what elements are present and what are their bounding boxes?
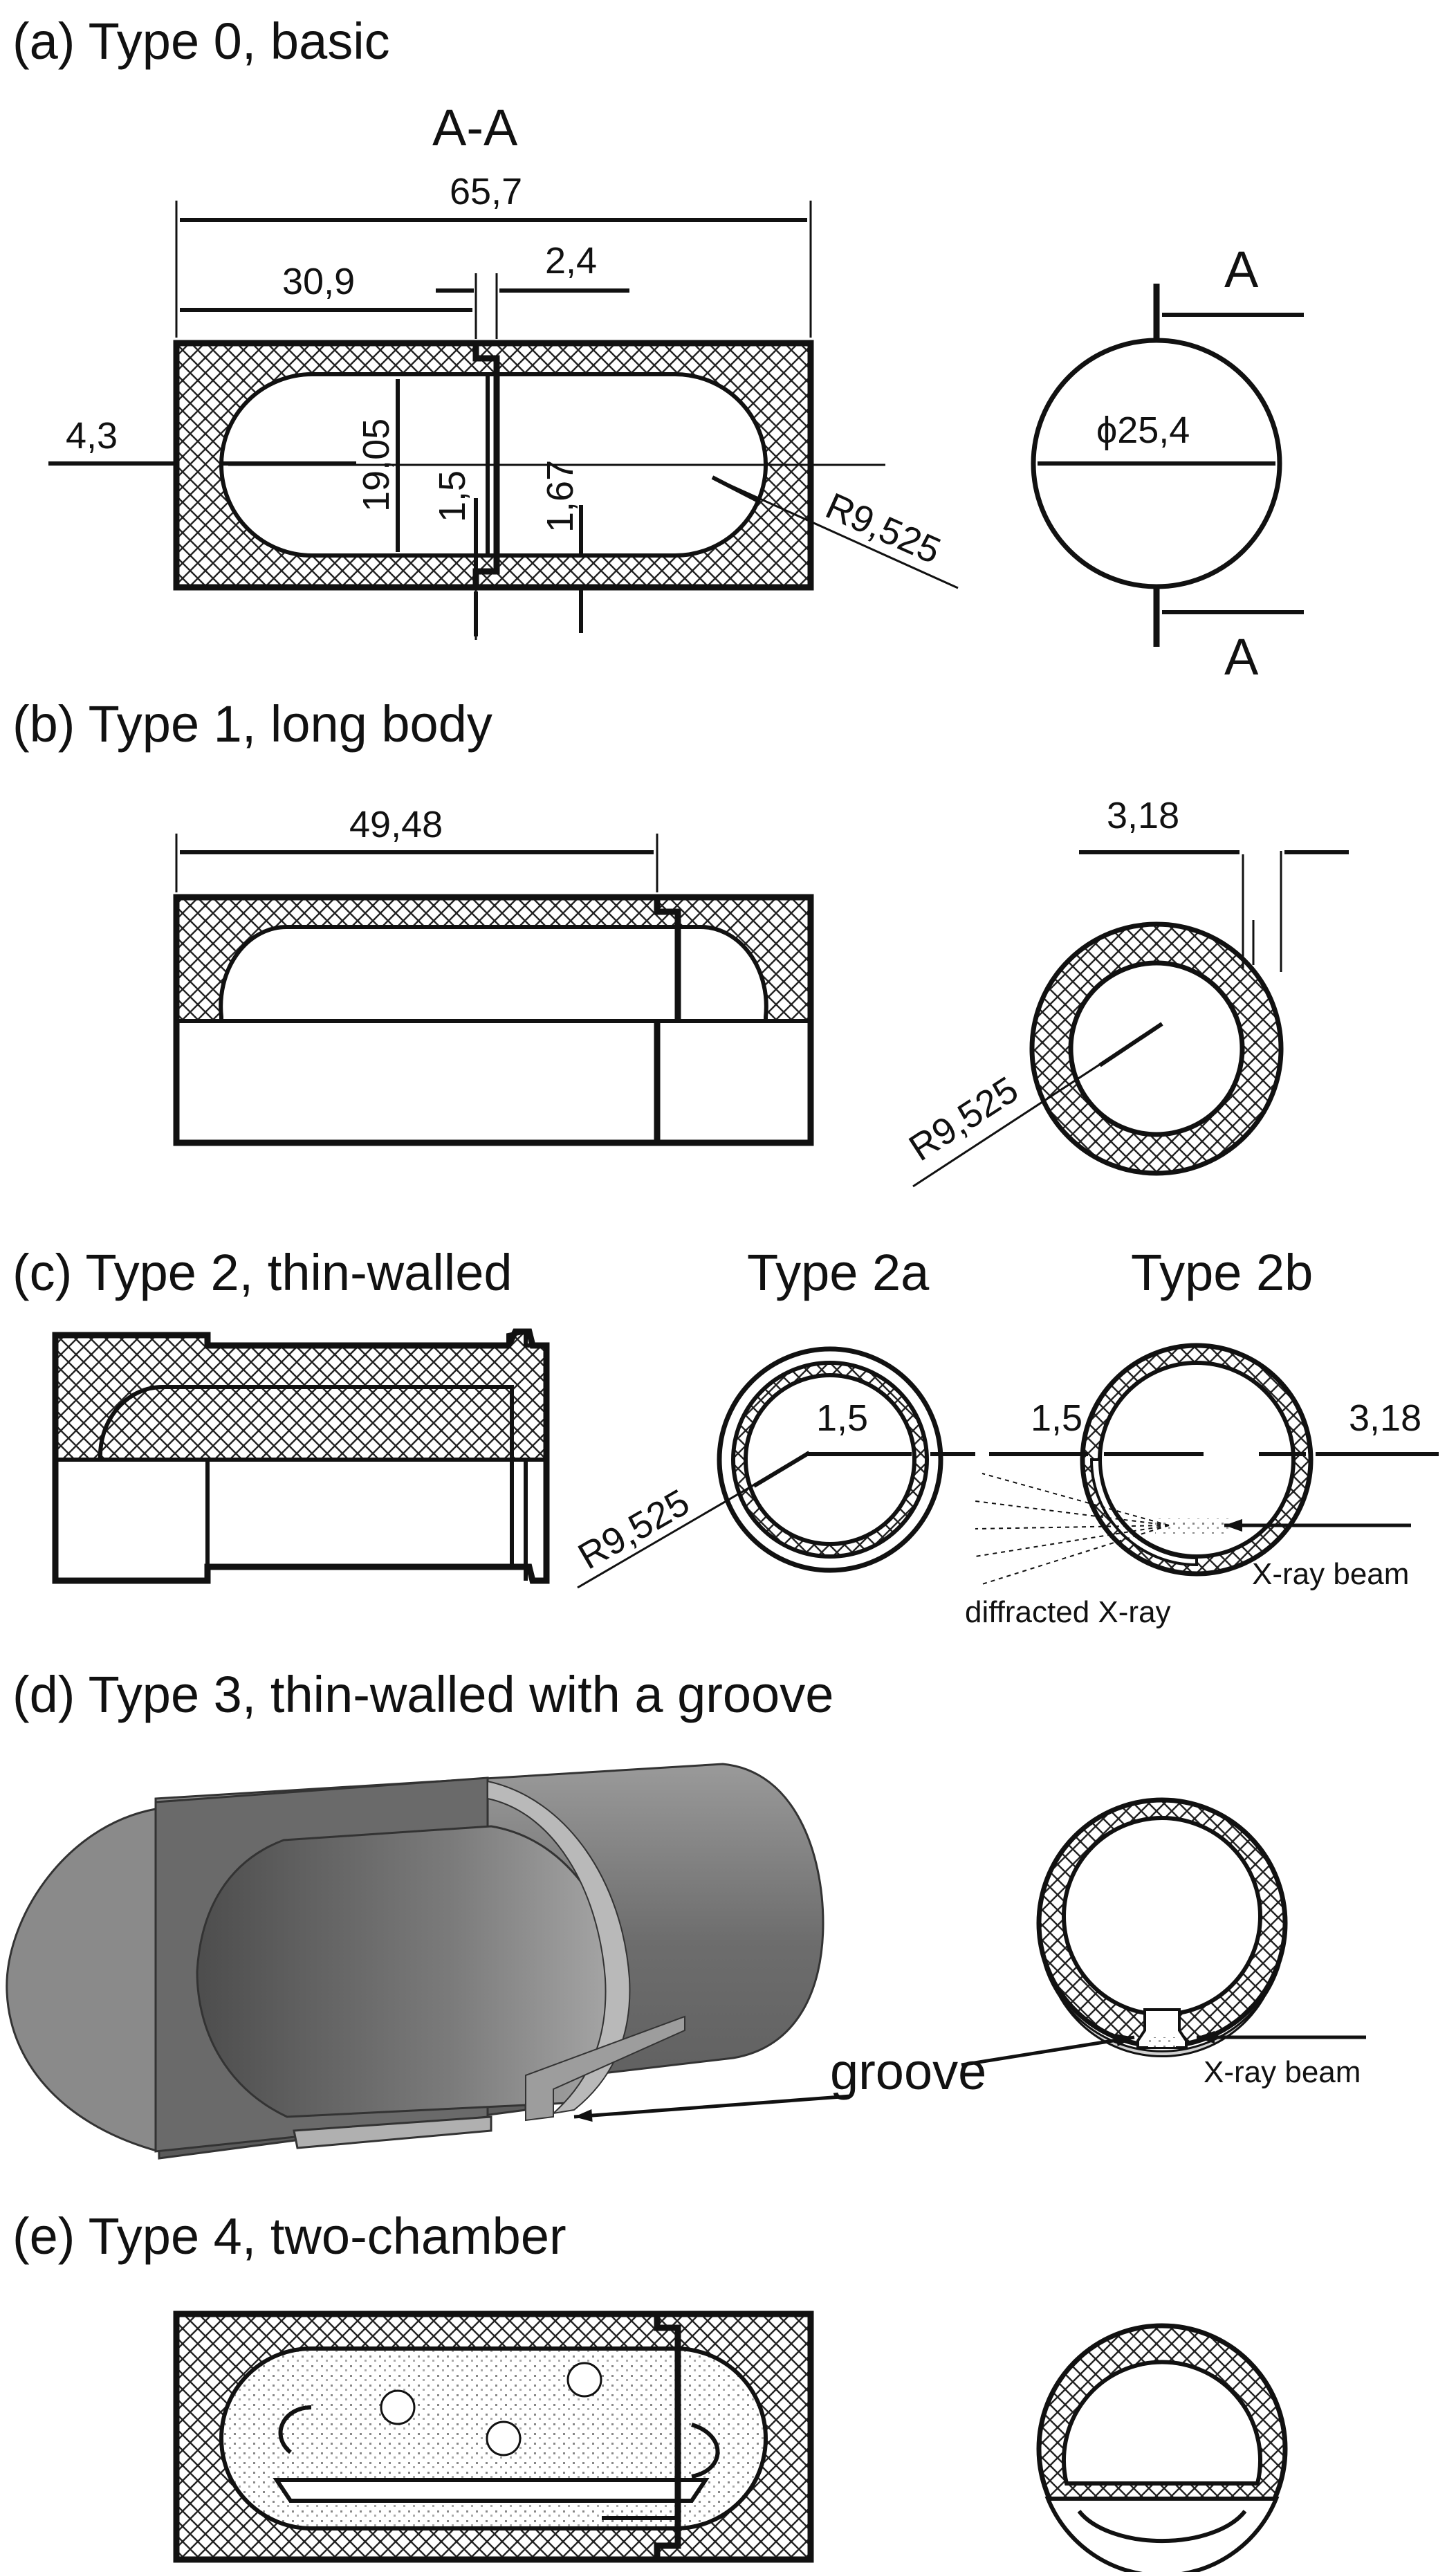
panel-d: (d) Type 3, thin-walled with a groove gr… — [6, 1666, 1366, 2160]
dim-length-label: 49,48 — [349, 804, 443, 845]
two-chamber-lower — [1044, 2497, 1280, 2572]
dim-ring-wall-label: 3,18 — [1107, 795, 1179, 836]
panel-a-heading: (a) Type 0, basic — [12, 12, 390, 70]
panel-b-heading: (b) Type 1, long body — [12, 695, 492, 753]
type-2a-label: Type 2a — [747, 1244, 930, 1301]
long-body-cavity — [219, 924, 768, 1021]
dim-radius-label: R9,525 — [820, 485, 946, 572]
dim-2a-wall-label: 1,5 — [816, 1397, 868, 1439]
panel-d-heading: (d) Type 3, thin-walled with a groove — [12, 1666, 833, 1723]
ring-inner — [1068, 960, 1245, 1137]
dim-overall-label: 65,7 — [450, 171, 522, 212]
dim-2b-wall2-label: 3,18 — [1349, 1397, 1421, 1439]
groove-cut — [525, 2015, 685, 2122]
inner-partition — [273, 2478, 710, 2503]
long-body-step — [654, 897, 681, 1021]
panel-e: (e) Type 4, two-chamber — [12, 2207, 1288, 2572]
thin-body-outline — [52, 1328, 550, 1584]
two-chamber-upper — [1062, 2360, 1262, 2486]
type-2b-thin-wall — [1089, 1458, 1198, 1567]
dim-2b-wall-label: 1,5 — [1031, 1397, 1082, 1439]
dim-d2-label: 1,67 — [540, 460, 581, 533]
panel-e-heading: (e) Type 4, two-chamber — [12, 2207, 566, 2265]
beam-label-c: X-ray beam — [1252, 1557, 1409, 1591]
two-chamber-outline — [173, 2311, 814, 2563]
type-2a-inner — [744, 1373, 916, 1546]
grooved-ring-inner — [1062, 1816, 1262, 2017]
panel-a: (a) Type 0, basic A-A 65,7 30,9 2,4 4,3 … — [12, 12, 1304, 686]
cut-label-bottom: A — [1224, 628, 1259, 686]
diffracted-rays — [975, 1473, 1170, 1585]
type-2b-label: Type 2b — [1131, 1244, 1313, 1301]
panel-c: (c) Type 2, thin-walled Type 2a Type 2b … — [12, 1244, 1439, 1629]
groove-slot — [293, 2115, 492, 2149]
dim-wall-label: 4,3 — [66, 415, 118, 457]
dim-diameter-label: ϕ25,4 — [1096, 410, 1190, 451]
panel-b: (b) Type 1, long body 49,48 3,18 R9,525 — [12, 695, 1349, 1188]
panel-c-heading: (c) Type 2, thin-walled — [12, 1244, 513, 1301]
dim-step-label: 2,4 — [545, 240, 597, 282]
diffracted-label: diffracted X-ray — [965, 1595, 1171, 1629]
cut-label-top: A — [1224, 241, 1259, 298]
dim-d1-label: 1,5 — [432, 470, 473, 522]
two-chamber-step — [654, 2314, 681, 2560]
thin-body-hatch — [53, 1329, 549, 1462]
sample-powder — [1155, 1518, 1231, 1534]
beam-label-d: X-ray beam — [1204, 2055, 1361, 2089]
groove-label: groove — [830, 2043, 986, 2100]
section-label: A-A — [432, 99, 518, 156]
dim-height-label: 19,05 — [356, 419, 397, 512]
dim-left-label: 30,9 — [282, 261, 355, 302]
grooved-ring-shade — [1043, 1964, 1281, 2057]
